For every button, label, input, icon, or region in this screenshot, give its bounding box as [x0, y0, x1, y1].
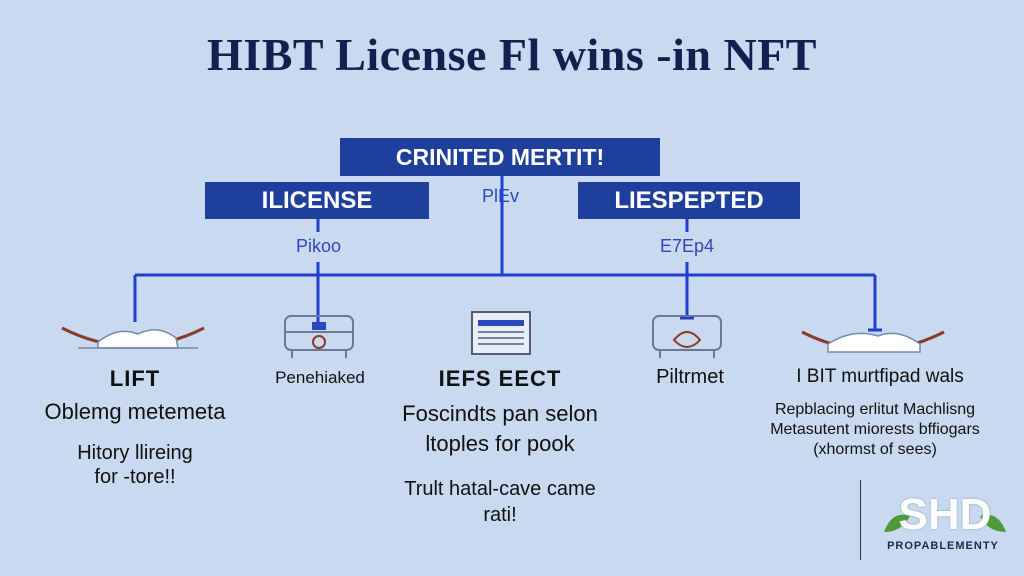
left-node: ILICENSE	[205, 182, 429, 219]
column-5-line-2: Metasutent miorests bffiogars	[770, 421, 980, 438]
right-connector-label: E7Ep4	[660, 236, 715, 256]
right-node: LIESPEPTED	[578, 182, 800, 219]
column-4-heading: Piltrmet	[656, 366, 724, 388]
column-3-heading: IEFS EECT	[438, 366, 562, 391]
column-1-line-3: for -tore!!	[94, 466, 176, 488]
column-5-line-3: (xhormst of sees)	[813, 441, 937, 458]
column-1-heading: LIFT	[109, 366, 161, 391]
logo-subtitle: PROPABLEMENTY	[887, 540, 999, 552]
column-3-line-3: Trult hatal-cave came	[404, 478, 596, 500]
column-5-line-1: Repblacing erlitut Machlisng	[774, 401, 976, 418]
console-icon	[284, 315, 354, 358]
column-5-heading: I BIT murtfipad wals	[796, 366, 964, 387]
column-3-line-1: Foscindts pan selon	[402, 401, 598, 426]
curved-mat-icon	[61, 326, 205, 349]
document-window-icon	[471, 311, 531, 355]
column-1-line-1: Oblemg metemeta	[44, 399, 226, 424]
diagram-title: HIBT License Fl wins -in NFT	[207, 29, 817, 80]
logo-mark: SHD	[898, 490, 992, 539]
logo-divider	[860, 480, 861, 560]
column-2-heading: Penehiaked	[275, 368, 365, 387]
column-1-line-2: Hitory llireing	[77, 442, 193, 464]
top-node: CRINITED MERTIT!	[340, 138, 660, 176]
column-3-line-4: rati!	[483, 504, 517, 526]
column-3-line-2: ltoples for pook	[425, 431, 575, 456]
leaf-icon	[884, 514, 1006, 532]
linked-device-icon	[652, 315, 722, 358]
left-connector-label: Pikoo	[296, 236, 342, 256]
curved-mat-icon	[801, 330, 945, 353]
